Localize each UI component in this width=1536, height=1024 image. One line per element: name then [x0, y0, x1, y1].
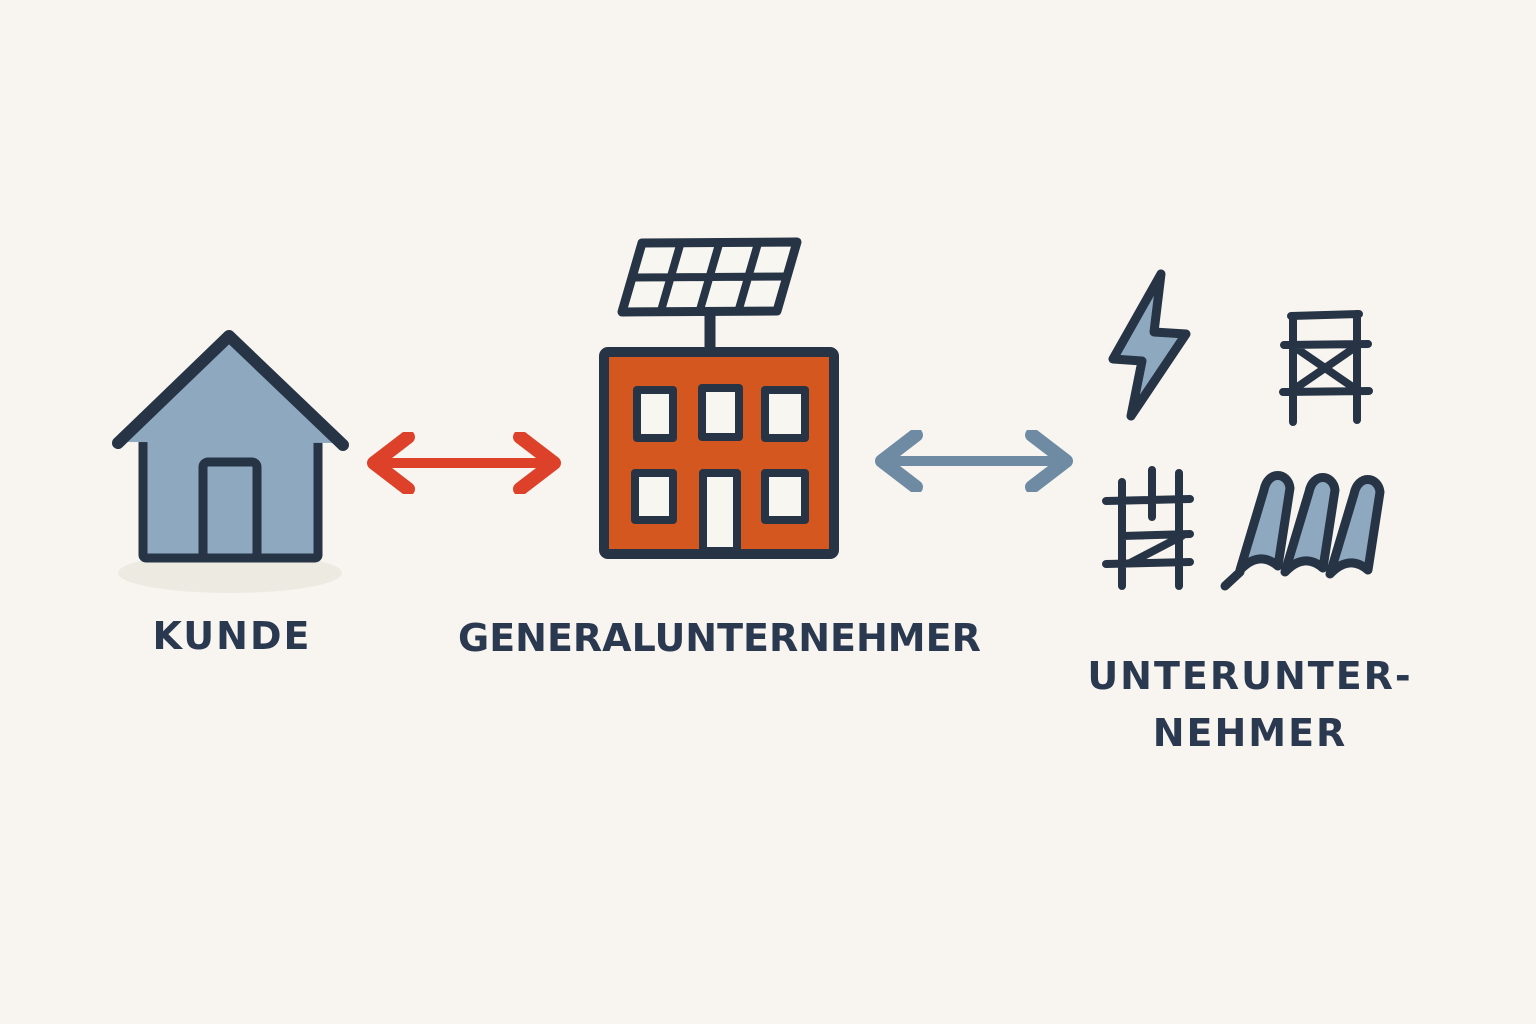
roof-tile: [1325, 475, 1385, 579]
lightning-icon: [1108, 269, 1191, 421]
solar-panel: [617, 237, 802, 362]
generalunternehmer-label: GENERALUNTERNEHMER: [458, 616, 981, 660]
house-roof-fill: [122, 337, 341, 443]
unterunternehmer-label-line1: UNTERUNTER-: [1087, 654, 1413, 698]
scaffold-tower-icon: [1279, 310, 1373, 426]
node-generalunternehmer: [596, 234, 846, 564]
building-door: [699, 469, 741, 555]
solar-panel-grid: [628, 238, 791, 316]
arrow-kunde-generalunternehmer: [367, 432, 561, 494]
kunde-label: KUNDE: [152, 614, 312, 658]
house-shadow: [118, 553, 342, 593]
scaffold-icon: [1102, 466, 1194, 590]
building-window: [761, 386, 809, 442]
red-arrowhead-right: [513, 432, 561, 494]
blue-arrowhead-left: [875, 430, 923, 492]
building-with-solar-panel-icon: [599, 237, 839, 559]
roof-tile: [1235, 471, 1295, 575]
unterunternehmer-label-line2: NEHMER: [1152, 711, 1348, 755]
building-window: [631, 469, 677, 524]
node-kunde: [112, 326, 352, 596]
red-arrowhead-left: [367, 432, 415, 494]
roof-tile: [1280, 473, 1340, 577]
house-roof-outline: [112, 330, 349, 451]
unterunternehmer-label: UNTERUNTER- NEHMER: [1085, 648, 1415, 762]
building-window: [761, 469, 809, 524]
building-window: [698, 384, 743, 441]
roof-tile-tail: [1220, 567, 1245, 591]
house-icon: [112, 330, 349, 593]
blue-arrowhead-right: [1025, 430, 1073, 492]
house-door: [198, 457, 262, 563]
roof-tiles-icon: [1220, 471, 1385, 591]
arrow-generalunternehmer-unterunternehmer: [875, 430, 1073, 492]
building-window: [633, 386, 677, 442]
